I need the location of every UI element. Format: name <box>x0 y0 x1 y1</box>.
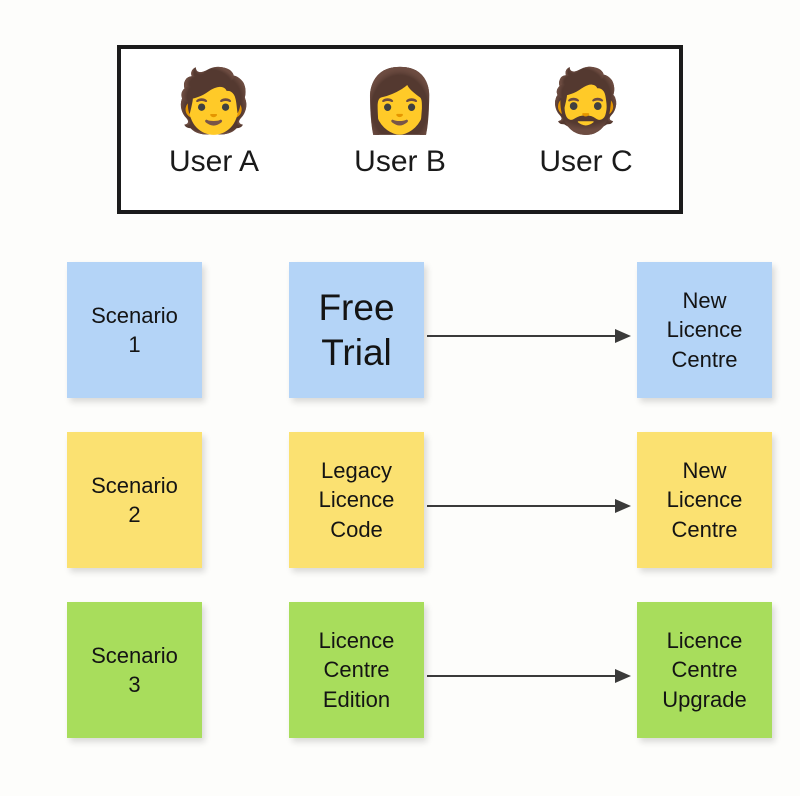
scenario-rows: Scenario 1 Free Trial New Licence Centre… <box>0 262 800 772</box>
scenario-label-card-3[interactable]: Scenario 3 <box>67 602 202 738</box>
right-arrow-icon <box>427 668 633 684</box>
arrow-head <box>615 499 631 513</box>
arrow-head <box>615 669 631 683</box>
scenario-label-text: Scenario 2 <box>91 472 178 527</box>
right-arrow-icon <box>427 498 633 514</box>
target-card-1[interactable]: New Licence Centre <box>637 262 772 398</box>
scenario-row-3: Scenario 3 Licence Centre Edition Licenc… <box>0 602 800 738</box>
target-card-2[interactable]: New Licence Centre <box>637 432 772 568</box>
source-card-text: Legacy Licence Code <box>318 458 395 542</box>
arrow-head <box>615 329 631 343</box>
arrow-line <box>427 675 619 677</box>
scenario-label-card-1[interactable]: Scenario 1 <box>67 262 202 398</box>
scenario-row-1: Scenario 1 Free Trial New Licence Centre <box>0 262 800 398</box>
target-card-text: New Licence Centre <box>666 288 743 372</box>
user-label-c: User C <box>539 145 633 178</box>
source-card-3[interactable]: Licence Centre Edition <box>289 602 424 738</box>
source-card-2[interactable]: Legacy Licence Code <box>289 432 424 568</box>
arrow-line <box>427 335 619 337</box>
scenario-label-text: Scenario 3 <box>91 642 178 697</box>
target-card-text: New Licence Centre <box>666 458 743 542</box>
user-label-a: User A <box>168 145 260 178</box>
user-cell-c[interactable]: 🧔 User C <box>493 49 679 210</box>
scenario-label-text: Scenario 1 <box>91 302 178 357</box>
user-cell-b[interactable]: 👩 User B <box>307 49 493 210</box>
scenario-row-2: Scenario 2 Legacy Licence Code New Licen… <box>0 432 800 568</box>
arrow-line <box>427 505 619 507</box>
target-card-3[interactable]: Licence Centre Upgrade <box>637 602 772 738</box>
source-card-text: Free Trial <box>318 286 395 373</box>
person-avatar-icon: 🧑 <box>175 67 253 136</box>
right-arrow-icon <box>427 328 633 344</box>
source-card-text: Licence Centre Edition <box>318 628 395 712</box>
users-panel: 🧑 User A 👩 User B 🧔 User C <box>117 45 683 214</box>
target-card-text: Licence Centre Upgrade <box>662 628 747 712</box>
woman-avatar-icon: 👩 <box>361 67 439 136</box>
source-card-1[interactable]: Free Trial <box>289 262 424 398</box>
user-cell-a[interactable]: 🧑 User A <box>121 49 307 210</box>
scenario-label-card-2[interactable]: Scenario 2 <box>67 432 202 568</box>
bearded-person-avatar-icon: 🧔 <box>547 67 625 136</box>
user-label-b: User B <box>354 145 446 178</box>
